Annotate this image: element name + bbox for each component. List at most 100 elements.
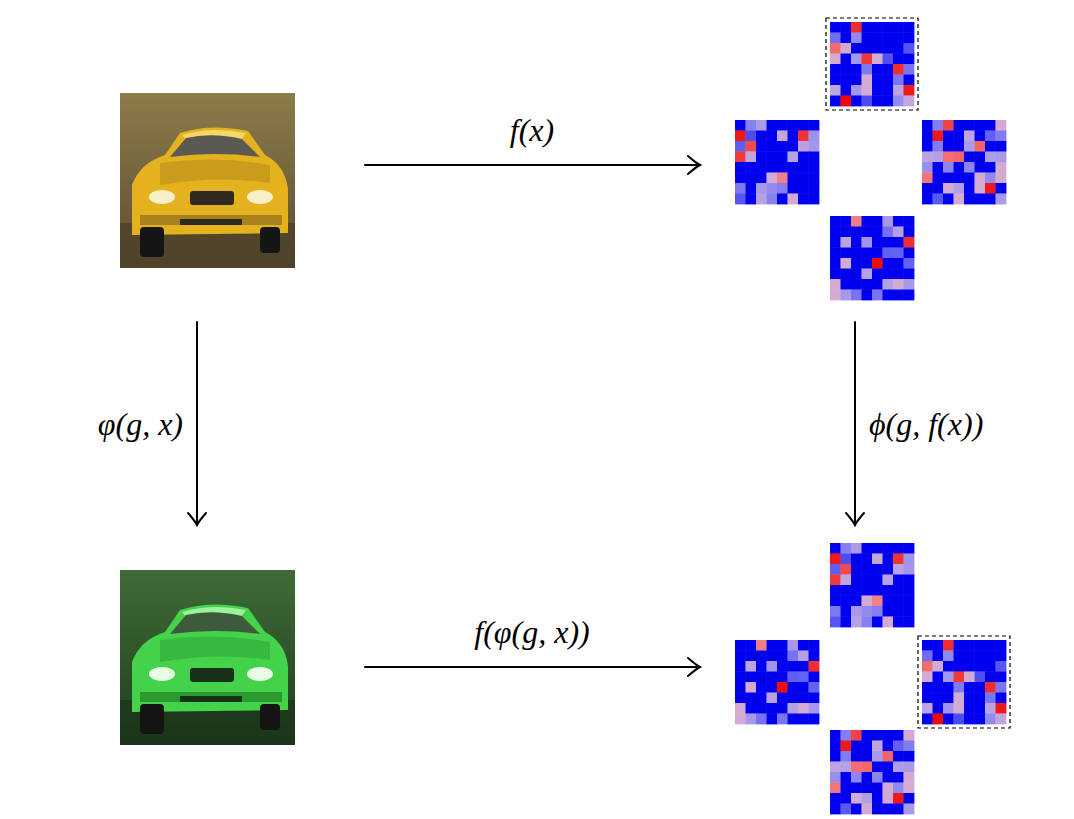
feature-cell bbox=[893, 269, 904, 280]
feature-cell bbox=[735, 651, 746, 662]
feature-cell bbox=[904, 85, 915, 96]
feature-cell bbox=[798, 651, 809, 662]
feature-cell bbox=[893, 96, 904, 107]
feature-cell bbox=[746, 703, 757, 714]
car-bumper bbox=[140, 692, 282, 702]
feature-cell bbox=[788, 141, 799, 152]
feature-cell bbox=[862, 772, 873, 783]
feature-cell bbox=[883, 751, 894, 762]
feature-cell bbox=[746, 152, 757, 163]
feature-cell bbox=[954, 714, 965, 725]
car-wheel bbox=[140, 227, 164, 257]
feature-cell bbox=[922, 693, 933, 704]
feature-cell bbox=[841, 762, 852, 773]
morphism-arrows bbox=[188, 156, 864, 676]
feature-cell bbox=[798, 120, 809, 131]
feature-cell bbox=[904, 772, 915, 783]
feature-cell bbox=[841, 596, 852, 607]
feature-cell bbox=[893, 762, 904, 773]
feature-cell bbox=[904, 269, 915, 280]
feature-cell bbox=[851, 64, 862, 75]
feature-cell bbox=[851, 772, 862, 783]
feature-cell bbox=[872, 279, 883, 290]
feature-cell bbox=[872, 793, 883, 804]
feature-cell bbox=[841, 543, 852, 554]
feature-cell bbox=[788, 640, 799, 651]
feature-cell bbox=[954, 672, 965, 683]
image-ground bbox=[120, 93, 295, 268]
feature-cell bbox=[996, 141, 1007, 152]
feature-cell bbox=[893, 751, 904, 762]
feature-cell bbox=[830, 783, 841, 794]
car-image bbox=[120, 93, 295, 268]
feature-cell bbox=[883, 85, 894, 96]
feature-cell bbox=[798, 162, 809, 173]
feature-cell bbox=[841, 248, 852, 259]
feature-cell bbox=[735, 714, 746, 725]
car-image bbox=[120, 570, 295, 745]
feature-cell bbox=[975, 693, 986, 704]
feature-cell bbox=[841, 783, 852, 794]
feature-cell bbox=[985, 703, 996, 714]
feature-cell bbox=[904, 783, 915, 794]
feature-cell bbox=[851, 237, 862, 248]
feature-cell bbox=[788, 682, 799, 693]
feature-cell bbox=[893, 258, 904, 269]
feature-cell bbox=[893, 216, 904, 227]
feature-cell bbox=[767, 131, 778, 142]
feature-cell bbox=[756, 131, 767, 142]
feature-cell bbox=[851, 554, 862, 565]
feature-cell bbox=[830, 227, 841, 238]
arrow-label: φ(g, x) bbox=[95, 406, 186, 443]
feature-cell bbox=[975, 672, 986, 683]
feature-cell bbox=[851, 543, 862, 554]
feature-cell bbox=[922, 640, 933, 651]
feature-cell bbox=[841, 772, 852, 783]
feature-cell bbox=[841, 751, 852, 762]
feature-cell bbox=[872, 804, 883, 815]
feature-cell bbox=[862, 75, 873, 86]
feature-cell bbox=[985, 194, 996, 205]
feature-cell bbox=[777, 672, 788, 683]
feature-cell bbox=[985, 183, 996, 194]
feature-cell bbox=[788, 672, 799, 683]
feature-cell bbox=[767, 693, 778, 704]
feature-cell bbox=[954, 173, 965, 184]
feature-cell bbox=[933, 141, 944, 152]
feature-cell bbox=[862, 606, 873, 617]
feature-cell bbox=[746, 173, 757, 184]
arrow-label: f(x) bbox=[507, 112, 557, 149]
feature-cell bbox=[933, 693, 944, 704]
feature-cell bbox=[830, 617, 841, 628]
feature-cell bbox=[830, 793, 841, 804]
feature-cell bbox=[904, 279, 915, 290]
feature-cell bbox=[872, 85, 883, 96]
feature-cell bbox=[904, 585, 915, 596]
feature-cell bbox=[777, 152, 788, 163]
feature-cell bbox=[830, 730, 841, 741]
feature-cell bbox=[964, 703, 975, 714]
feature-cell bbox=[975, 194, 986, 205]
feature-cell bbox=[985, 693, 996, 704]
feature-cell bbox=[841, 64, 852, 75]
arrow-head bbox=[188, 513, 206, 525]
feature-cell bbox=[954, 703, 965, 714]
feature-cell bbox=[872, 543, 883, 554]
feature-cell bbox=[777, 141, 788, 152]
feature-cell bbox=[893, 279, 904, 290]
feature-cell bbox=[841, 290, 852, 301]
feature-cell bbox=[777, 173, 788, 184]
feature-cell bbox=[851, 227, 862, 238]
feature-cell bbox=[904, 730, 915, 741]
feature-cell bbox=[767, 194, 778, 205]
feature-cell bbox=[777, 714, 788, 725]
feature-cell bbox=[964, 672, 975, 683]
feature-cell bbox=[788, 651, 799, 662]
feature-cell bbox=[767, 682, 778, 693]
feature-cell bbox=[996, 120, 1007, 131]
feature-cell bbox=[922, 131, 933, 142]
feature-cell bbox=[851, 33, 862, 44]
feature-cell bbox=[862, 237, 873, 248]
feature-cell bbox=[756, 173, 767, 184]
feature-cell bbox=[830, 606, 841, 617]
